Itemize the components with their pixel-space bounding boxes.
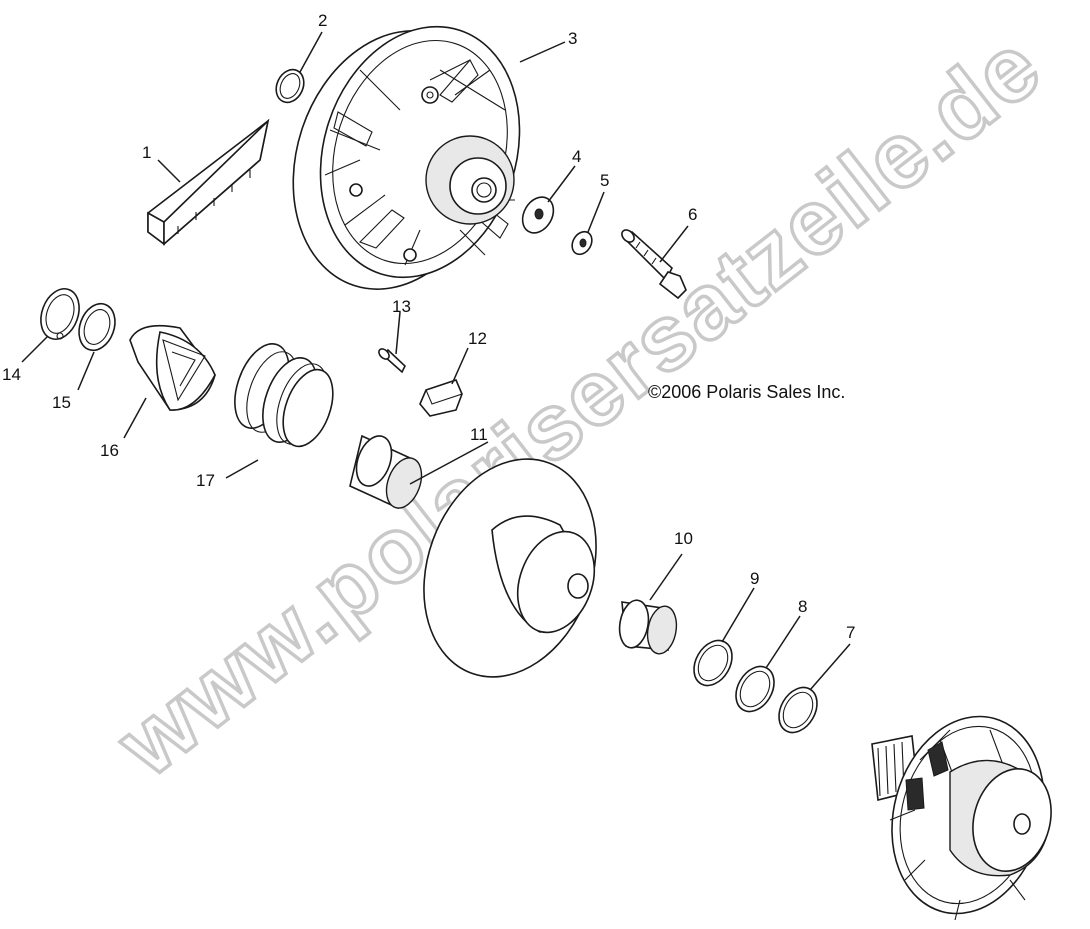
part-1-drive-belt <box>147 118 270 246</box>
part-13-pin <box>378 348 406 374</box>
callout-12: 12 <box>468 329 487 348</box>
part-7-ring <box>778 686 818 734</box>
callout-10: 10 <box>674 529 693 548</box>
callout-8: 8 <box>798 597 807 616</box>
callout-14: 14 <box>2 365 21 384</box>
part-15-washer-ring <box>78 302 116 352</box>
callout-2: 2 <box>318 11 327 30</box>
part-10-bushing <box>618 599 678 655</box>
callout-16: 16 <box>100 441 119 460</box>
callout-labels: 1 2 3 4 5 6 7 8 9 10 11 12 13 14 15 16 1… <box>2 11 855 642</box>
part-9-ring <box>693 639 733 687</box>
callout-7: 7 <box>846 623 855 642</box>
callout-4: 4 <box>572 147 581 166</box>
callout-17: 17 <box>196 471 215 490</box>
callout-13: 13 <box>392 297 411 316</box>
callout-6: 6 <box>688 205 697 224</box>
driven-shaft-assembly <box>871 715 1052 921</box>
part-6-bolt <box>621 229 687 300</box>
part-8-ring <box>735 665 775 713</box>
part-17-spring <box>234 343 334 448</box>
leader-lines <box>21 31 851 691</box>
callout-5: 5 <box>600 171 609 190</box>
part-16-spring-cup <box>129 324 216 411</box>
stationary-sheave <box>423 458 597 678</box>
copyright-text: ©2006 Polaris Sales Inc. <box>648 382 845 402</box>
part-14-snap-ring <box>40 288 80 340</box>
callout-9: 9 <box>750 569 759 588</box>
callout-1: 1 <box>142 143 151 162</box>
callout-3: 3 <box>568 29 577 48</box>
part-2-ring <box>275 68 305 104</box>
part-5-washer <box>571 230 593 256</box>
part-3-moveable-sheave <box>292 25 521 290</box>
callout-11: 11 <box>470 425 488 444</box>
part-4-washer <box>521 196 555 234</box>
part-12-button <box>419 379 463 417</box>
part-11-bushing <box>349 434 423 510</box>
callout-15: 15 <box>52 393 71 412</box>
